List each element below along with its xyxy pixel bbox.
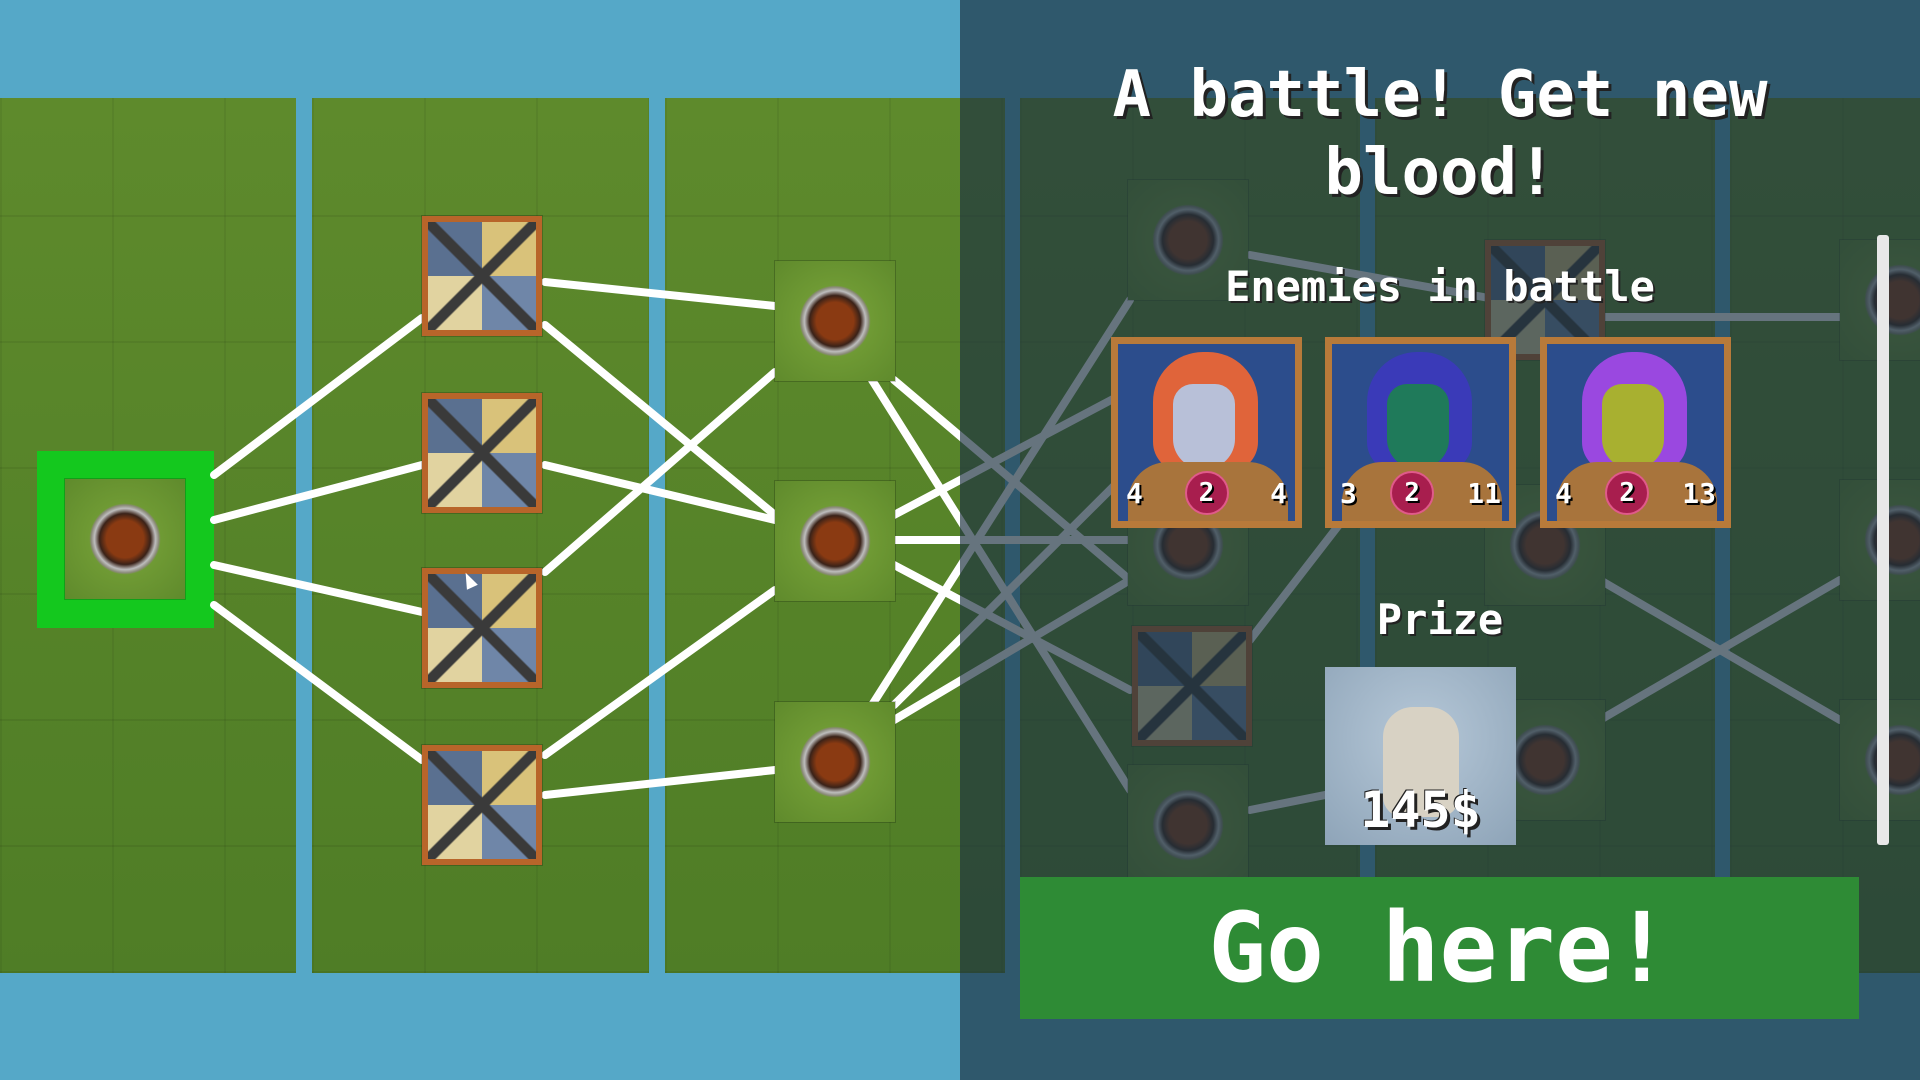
money-bag-icon [1383,707,1459,817]
path-line [210,314,426,479]
path-line [541,586,779,759]
path-line [541,321,779,519]
enemy-card[interactable]: 4 2 13 [1540,337,1731,528]
enemy-health: 4 [1270,476,1287,510]
prize-heading: Prize [1376,595,1504,644]
path-line [541,278,779,310]
enemy-attack: 3 [1340,476,1357,510]
enemy-card[interactable]: 4 2 4 [1111,337,1302,528]
path-line [210,601,426,764]
path-line [210,561,426,616]
enemy-cost: 2 [1390,471,1435,515]
encounter-title: A battle! Get new blood! [1112,58,1768,210]
enemy-attack: 4 [1126,476,1143,510]
prize-amount: 145$ [1360,781,1481,839]
map-node-campfire[interactable] [775,261,895,381]
go-here-button[interactable]: Go here! [1020,877,1859,1019]
path-line [541,368,779,576]
enemy-card[interactable]: 3 2 11 [1325,337,1516,528]
enemy-portrait-face [1387,384,1449,469]
path-line [541,461,779,524]
enemies-heading: Enemies in battle [1225,262,1655,311]
map-node-campfire[interactable] [775,702,895,822]
enemy-health: 11 [1467,476,1501,510]
start-node-campfire[interactable] [65,479,185,599]
path-line [541,766,779,799]
path-line [210,461,426,524]
enemy-cost: 2 [1605,471,1650,515]
prize-card: 145$ [1325,667,1516,845]
enemy-attack: 4 [1555,476,1572,510]
map-node-house[interactable] [422,568,542,688]
enemy-portrait-face [1173,384,1235,469]
map-node-house[interactable] [422,216,542,336]
enemy-portrait-face [1602,384,1664,469]
map-node-house[interactable] [422,745,542,865]
enemy-cost: 2 [1184,471,1229,515]
scrollbar[interactable] [1877,235,1889,845]
enemy-health: 13 [1682,476,1716,510]
map-node-campfire[interactable] [775,481,895,601]
map-node-house[interactable] [422,393,542,513]
